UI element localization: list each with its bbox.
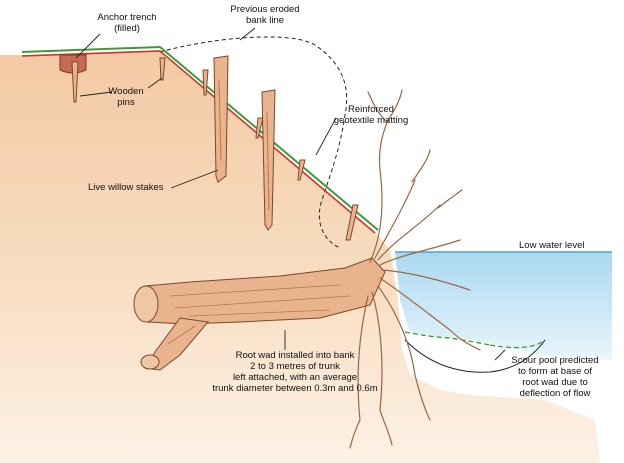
wooden-pin-1 [71, 61, 79, 103]
root-wad [133, 257, 386, 371]
leader-scour-pool [494, 349, 506, 361]
label-previous-bank-line: Previous eroded bank line [230, 4, 300, 26]
willow-stake-1 [213, 55, 229, 183]
leader-previous-bank [239, 27, 256, 41]
geotextile-matting-green [21, 45, 379, 231]
label-geotextile-matting: Reinforced geotextile matting [333, 104, 409, 126]
label-anchor-trench: Anchor trench (filled) [97, 12, 157, 34]
willow-stake-2 [261, 89, 276, 231]
willow-stakes [213, 55, 276, 231]
label-wooden-pins: Wooden pins [108, 86, 144, 108]
label-scour-pool: Scour pool predicted to form at base of … [511, 355, 599, 399]
leader-willow-stakes [170, 169, 219, 189]
water-body [395, 252, 612, 360]
wooden-pins [71, 57, 359, 241]
leader-lines [75, 27, 506, 361]
trunk-cut-end [133, 285, 159, 323]
wooden-pin-5 [297, 159, 306, 181]
leader-wooden-pins-2 [147, 77, 163, 89]
scour-pool-bed [404, 339, 546, 373]
previous-bank-dashed-line [159, 36, 348, 249]
label-low-water-level: Low water level [519, 240, 585, 251]
wooden-pin-3 [202, 69, 209, 96]
wooden-pin-4 [255, 117, 264, 139]
wooden-pin-6 [345, 204, 359, 241]
leader-wooden-pins-1 [79, 91, 113, 97]
scour-pool-line [404, 331, 546, 349]
label-willow-stakes: Live willow stakes [88, 182, 164, 193]
leader-anchor-trench [75, 33, 101, 59]
geotextile-matting-red [21, 50, 376, 234]
leader-geotextile [315, 117, 337, 156]
branch-cut-end [140, 354, 160, 370]
tree-branch [144, 317, 209, 371]
roots [349, 89, 481, 449]
wooden-pin-2 [159, 57, 166, 81]
trunk-grain [167, 284, 351, 345]
label-root-wad: Root wad installed into bank 2 to 3 metr… [212, 350, 378, 394]
